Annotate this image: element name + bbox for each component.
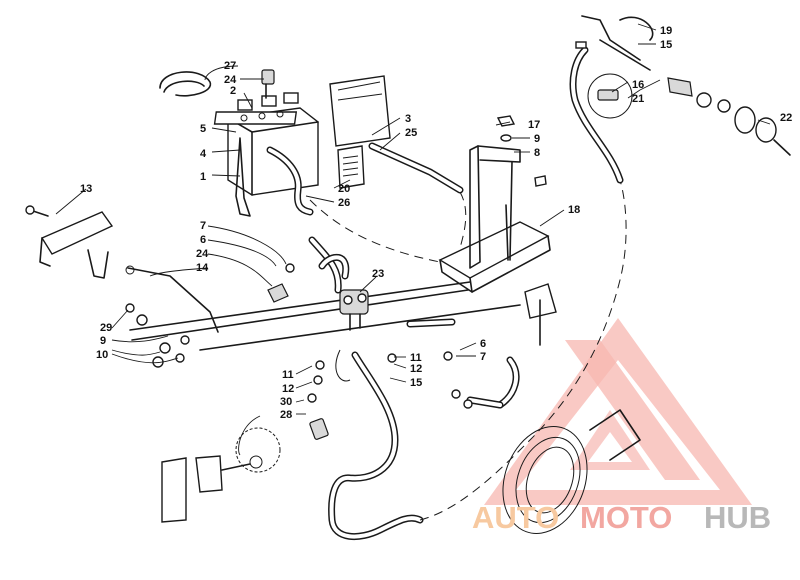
strap-band (159, 71, 212, 97)
lamp-housing (161, 427, 281, 523)
callout-21: 21 (632, 93, 644, 105)
callout-14: 14 (196, 262, 209, 274)
callout-labels: 1 2 3 4 5 6 6 7 7 8 9 9 10 11 11 12 12 1… (80, 25, 792, 421)
hold-down-rod (125, 265, 219, 333)
watermark-word-hub: HUB (704, 500, 771, 535)
callout-11: 11 (282, 369, 294, 381)
callout-24: 24 (224, 74, 237, 86)
callout-3: 3 (405, 113, 411, 125)
tray-bolt (505, 175, 547, 346)
callout-4: 4 (200, 148, 207, 160)
starter-cable (466, 356, 520, 409)
callout-12-right: 12 (410, 363, 422, 375)
callout-11-right: 11 (410, 352, 422, 364)
battery-tray (438, 221, 557, 319)
washer (500, 134, 512, 142)
callout-7: 7 (200, 220, 206, 232)
callout-29: 29 (100, 322, 112, 334)
key-switch-wires (575, 15, 654, 71)
mount-bracket-left (25, 205, 114, 279)
callout-1: 1 (200, 171, 206, 183)
callout-7-right: 7 (480, 351, 486, 363)
switch-detail-circle (587, 73, 633, 119)
callout-30: 30 (280, 396, 292, 408)
callout-24-lower: 24 (196, 248, 209, 260)
callout-23: 23 (372, 268, 384, 280)
hardware-nuts (125, 263, 473, 409)
callout-19: 19 (660, 25, 672, 37)
callout-10: 10 (96, 349, 108, 361)
callout-5: 5 (200, 123, 206, 135)
callout-18: 18 (568, 204, 580, 216)
battery (213, 92, 319, 196)
cable-routing-line (309, 199, 441, 263)
callout-15: 15 (660, 39, 672, 51)
callout-26: 26 (338, 197, 350, 209)
leader-lines (55, 23, 771, 456)
callout-25: 25 (405, 127, 417, 139)
wiring-harness (328, 46, 627, 541)
callout-9-left: 9 (100, 335, 106, 347)
callout-2: 2 (230, 85, 236, 97)
battery-cap (261, 69, 275, 99)
terminal-boot (267, 283, 289, 303)
starter-solenoid (339, 289, 369, 331)
watermark-word-auto: AUTO (472, 500, 559, 535)
battery-cable-positive (368, 142, 467, 249)
callout-12: 12 (282, 383, 294, 395)
callout-28: 28 (280, 409, 292, 421)
tray-strap-bracket (469, 145, 521, 269)
watermark-word-moto: MOTO (580, 500, 672, 535)
battery-strap (235, 137, 251, 217)
callout-27: 27 (224, 60, 236, 72)
callout-15-lower: 15 (410, 377, 422, 389)
recoil-starter-ring (502, 409, 641, 534)
callout-20: 20 (338, 183, 350, 195)
callout-13: 13 (80, 183, 92, 195)
harness-connector (309, 418, 329, 440)
watermark-text: AUTO MOTO HUB (472, 500, 771, 535)
callout-16: 16 (632, 79, 644, 91)
key-switch (667, 77, 791, 156)
vent-cover-plate (329, 75, 391, 147)
callout-22: 22 (780, 112, 792, 124)
callout-6: 6 (200, 234, 206, 246)
callout-9: 9 (534, 133, 540, 145)
solenoid-cable (308, 236, 456, 328)
callout-17: 17 (528, 119, 540, 131)
battery-cable-negative (266, 146, 314, 216)
callout-8: 8 (534, 147, 540, 159)
decal (337, 145, 365, 189)
callout-6-right: 6 (480, 338, 486, 350)
